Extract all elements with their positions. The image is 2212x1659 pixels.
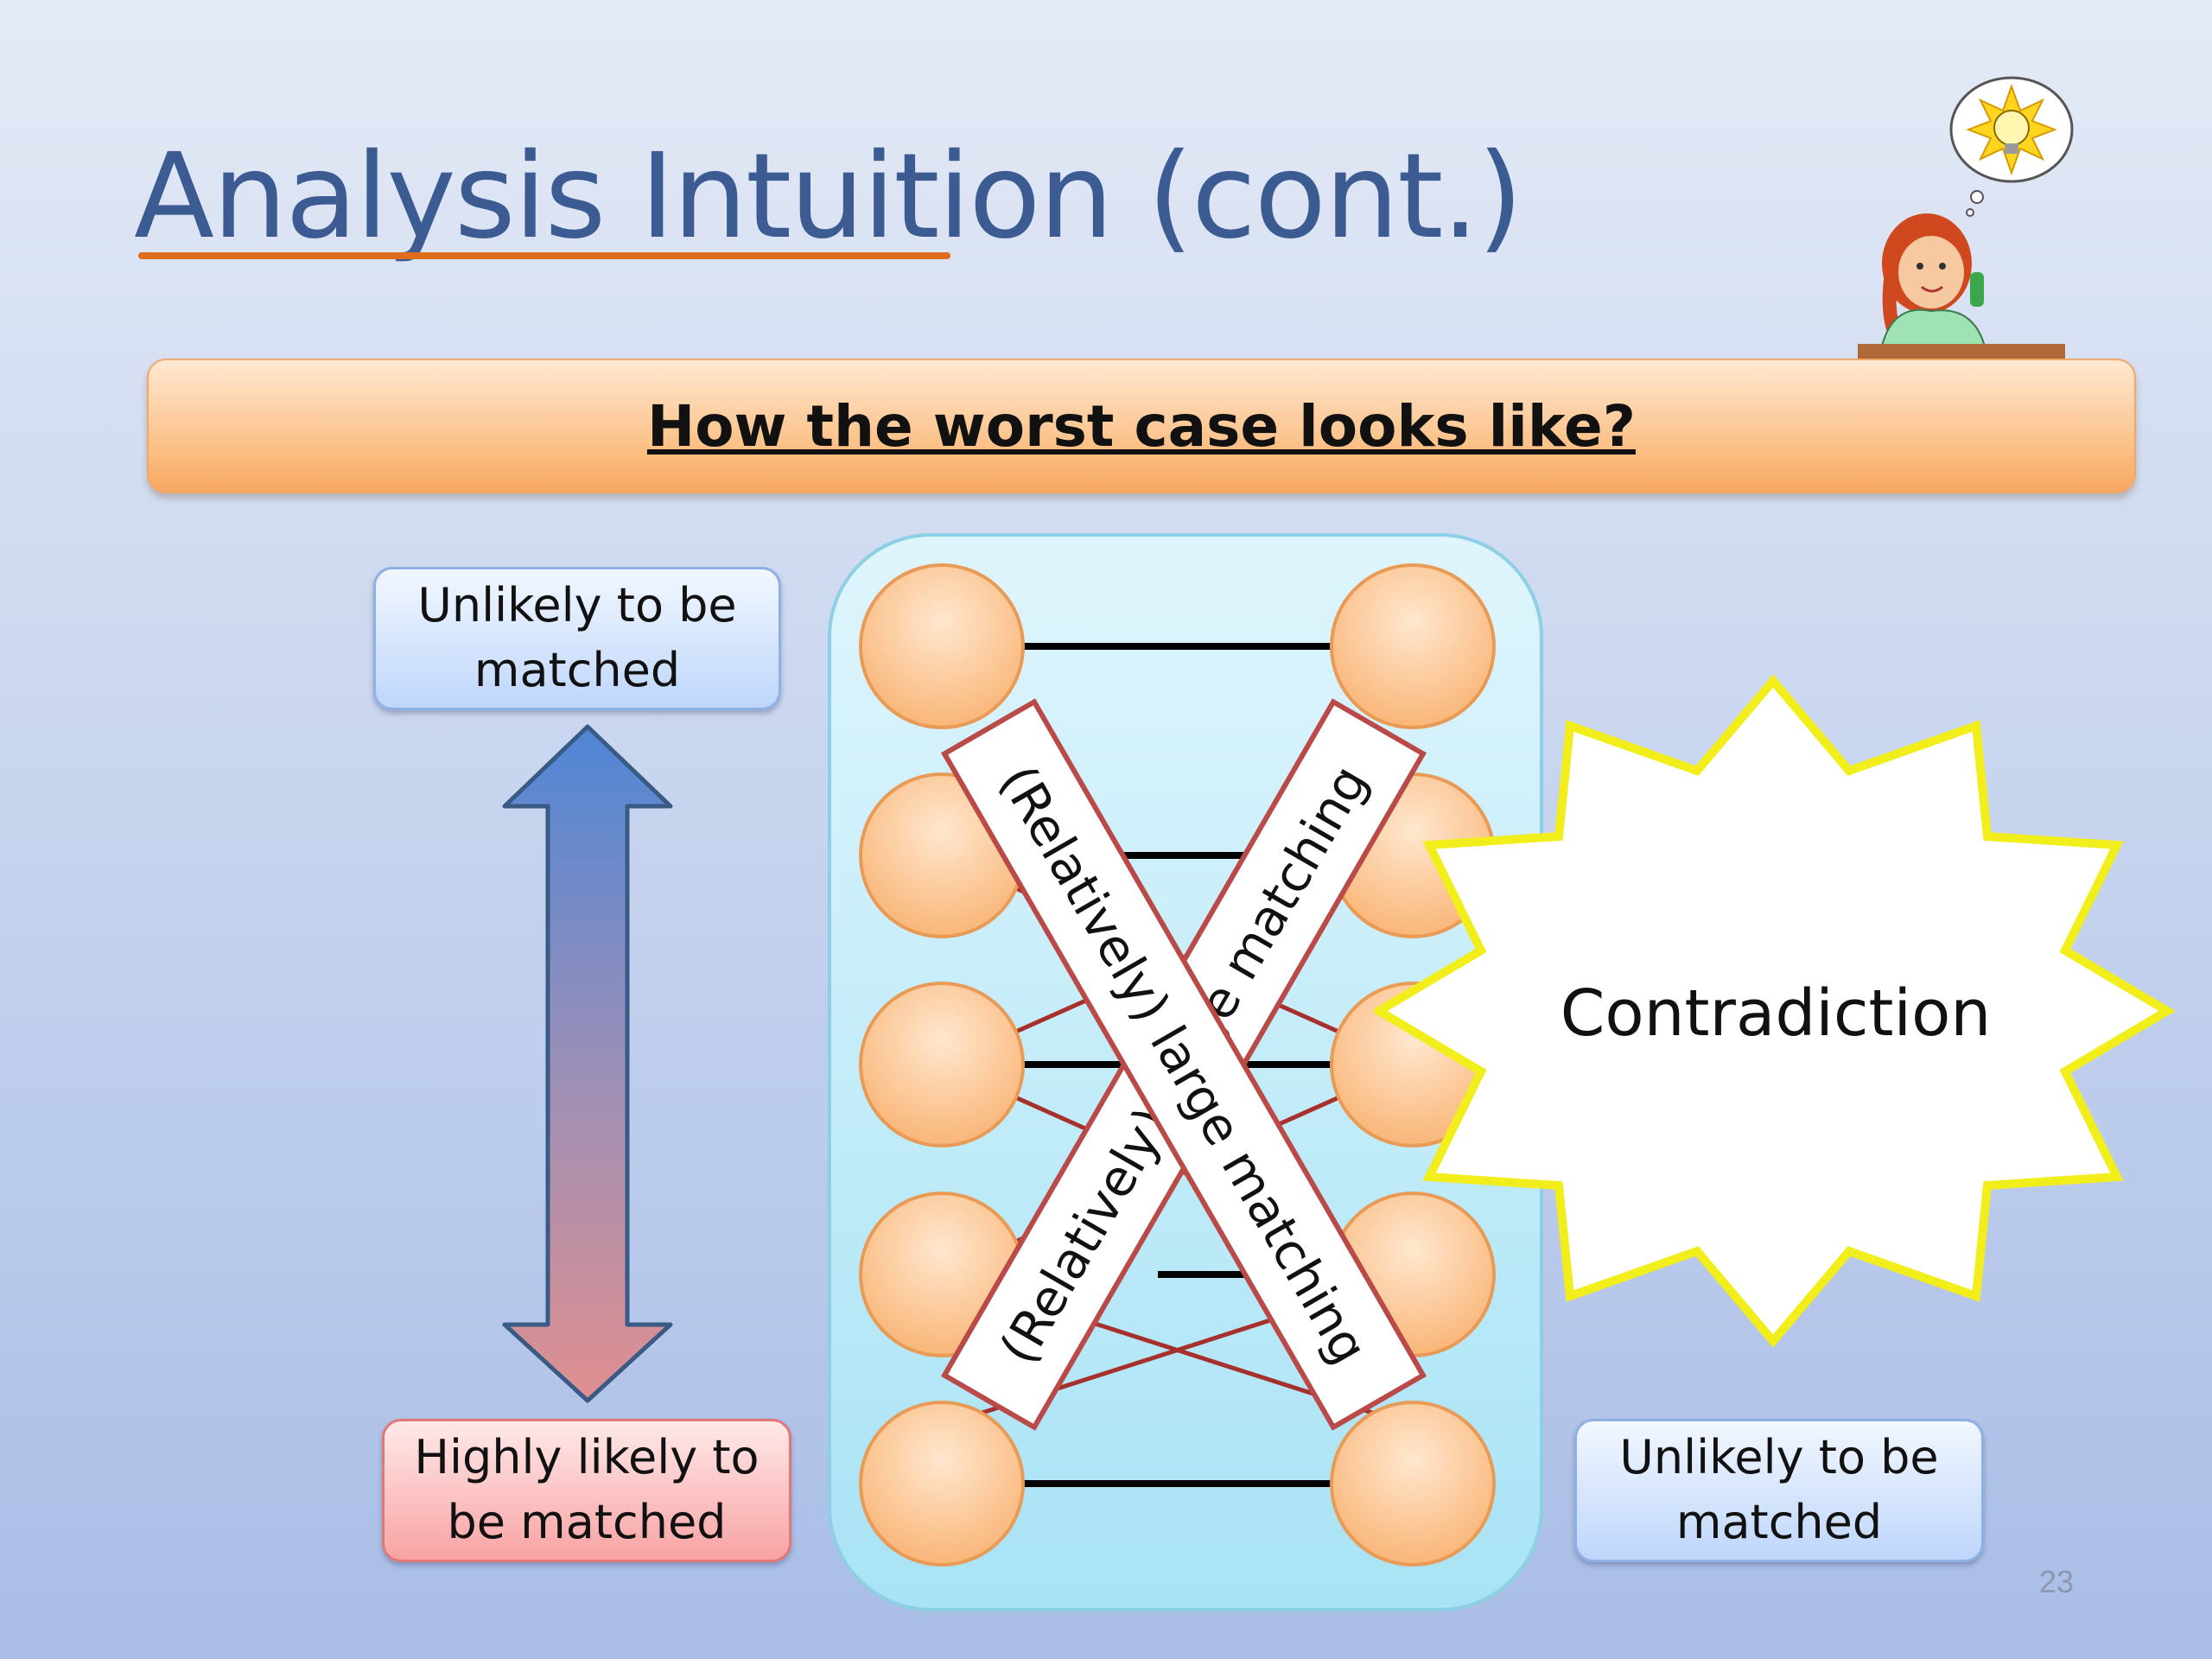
right-node — [1330, 1401, 1496, 1567]
label-highly-likely-text: Highly likely to be matched — [414, 1430, 760, 1549]
contradiction-burst — [1374, 674, 2176, 1348]
label-unlikely-top-left-text: Unlikely to be matched — [417, 578, 737, 697]
left-node — [859, 563, 1025, 729]
right-node — [1330, 563, 1496, 729]
label-unlikely-bottom-right-text: Unlikely to be matched — [1619, 1430, 1939, 1549]
page-number: 23 — [2039, 1564, 2075, 1599]
slide-title: Analysis Intuition (cont.) — [134, 129, 1523, 265]
label-highly-likely: Highly likely to be matched — [382, 1419, 791, 1562]
left-node — [859, 1401, 1025, 1567]
left-node — [859, 982, 1025, 1147]
banner-text: How the worst case looks like? — [646, 392, 1637, 460]
label-unlikely-top-left: Unlikely to be matched — [373, 567, 781, 710]
contradiction-text: Contradiction — [1560, 976, 1992, 1051]
lightbulb-icon — [1949, 76, 2074, 217]
title-underline — [138, 252, 950, 259]
thinking-girl-icon — [1858, 76, 2074, 359]
double-arrow-icon — [502, 724, 673, 1403]
label-unlikely-bottom-right: Unlikely to be matched — [1574, 1419, 1984, 1562]
banner: How the worst case looks like? — [147, 359, 2136, 493]
